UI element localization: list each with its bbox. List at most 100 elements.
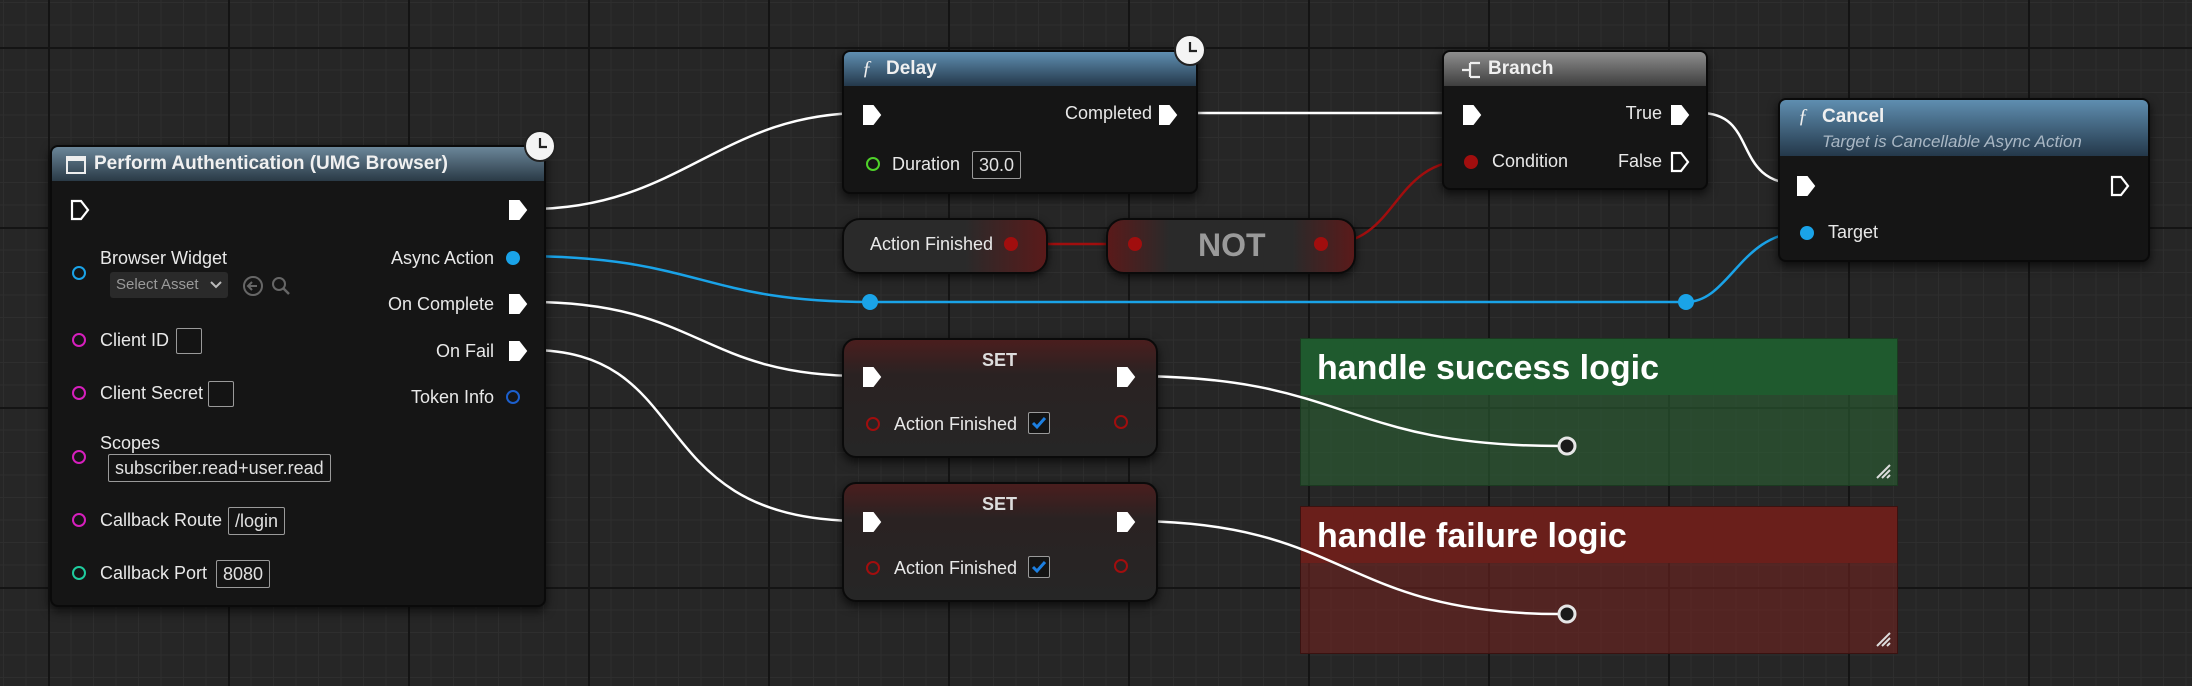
variable-label: Action Finished — [870, 234, 994, 254]
node-title: Delay — [886, 58, 937, 79]
comment-header — [1301, 339, 1897, 395]
widget-icon — [66, 156, 86, 174]
callback-route-pin[interactable] — [72, 513, 86, 527]
node-title: Perform Authentication (UMG Browser) — [94, 153, 448, 174]
callback-route-input[interactable]: /login — [228, 507, 286, 535]
node-title: SET — [982, 494, 1018, 514]
reroute-knot — [862, 294, 878, 310]
function-icon: ƒ — [862, 57, 872, 79]
duration-label: Duration — [892, 154, 961, 174]
node-title: Branch — [1488, 58, 1554, 79]
client-secret-label: Client Secret — [100, 383, 204, 403]
set-success-node[interactable]: SET Action Finished — [842, 338, 1158, 458]
browser-widget-pin[interactable] — [72, 266, 86, 280]
resize-handle-icon[interactable] — [1873, 461, 1891, 479]
resize-handle-icon[interactable] — [1873, 629, 1891, 647]
browser-widget-label: Browser Widget — [100, 248, 228, 268]
node-header — [1444, 52, 1706, 86]
exec-in-pin[interactable] — [862, 104, 882, 126]
use-selected-asset-icon[interactable] — [242, 275, 264, 297]
client-id-label: Client ID — [100, 330, 170, 350]
action-finished-in-pin[interactable] — [866, 561, 880, 575]
variable-label: Action Finished — [894, 558, 1018, 578]
exec-out-pin[interactable] — [508, 199, 528, 221]
on-fail-label: On Fail — [435, 341, 494, 361]
false-pin[interactable] — [1670, 151, 1690, 173]
not-out-pin[interactable] — [1314, 237, 1328, 251]
reroute-knot — [1557, 604, 1577, 624]
wire-exec — [529, 300, 863, 378]
not-in-pin[interactable] — [1128, 237, 1142, 251]
scopes-input[interactable]: subscriber.read+user.read — [108, 454, 331, 482]
client-secret-input[interactable] — [208, 381, 234, 407]
latent-clock-icon — [524, 130, 556, 162]
condition-pin[interactable] — [1464, 155, 1478, 169]
on-complete-pin[interactable] — [508, 293, 528, 315]
scopes-label: Scopes — [100, 433, 161, 453]
target-label: Target — [1828, 222, 1879, 242]
exec-in-pin[interactable] — [1796, 175, 1816, 197]
exec-out-pin[interactable] — [2110, 175, 2130, 197]
not-label: NOT — [1198, 227, 1266, 263]
exec-in-pin[interactable] — [1462, 104, 1482, 126]
branch-icon — [1462, 61, 1480, 79]
token-info-label: Token Info — [410, 387, 494, 407]
on-fail-pin[interactable] — [508, 340, 528, 362]
comment-title: handle success logic — [1317, 349, 1660, 387]
asset-picker[interactable]: Select Asset — [110, 272, 228, 298]
action-finished-in-pin[interactable] — [866, 417, 880, 431]
duration-pin[interactable] — [866, 157, 880, 171]
async-action-pin[interactable] — [506, 251, 520, 265]
not-node[interactable]: NOT — [1106, 218, 1356, 274]
client-secret-pin[interactable] — [72, 386, 86, 400]
false-label: False — [1617, 151, 1662, 171]
callback-port-input[interactable]: 8080 — [216, 560, 271, 588]
true-label: True — [1625, 103, 1662, 123]
action-finished-out-pin[interactable] — [1114, 559, 1128, 573]
branch-node[interactable]: Branch True Condition False — [1442, 50, 1708, 190]
reroute-knot — [1557, 436, 1577, 456]
exec-in-pin[interactable] — [862, 511, 882, 533]
wire-exec — [1129, 519, 1561, 616]
comment-title: handle failure logic — [1317, 517, 1627, 555]
cancel-node[interactable]: ƒ Cancel Target is Cancellable Async Act… — [1778, 98, 2150, 262]
reroute-knot — [1678, 294, 1694, 310]
exec-out-pin[interactable] — [1116, 366, 1136, 388]
wire-exec — [529, 111, 865, 211]
perform-authentication-node[interactable]: Perform Authentication (UMG Browser) Bro… — [50, 145, 546, 607]
token-info-pin[interactable] — [506, 390, 520, 404]
search-icon[interactable] — [270, 275, 292, 297]
client-id-pin[interactable] — [72, 333, 86, 347]
true-pin[interactable] — [1670, 104, 1690, 126]
completed-pin[interactable] — [1158, 104, 1178, 126]
node-title: SET — [982, 350, 1018, 370]
node-header — [844, 52, 1196, 86]
action-finished-getter-node[interactable]: Action Finished — [842, 218, 1048, 274]
exec-in-pin[interactable] — [862, 366, 882, 388]
delay-node[interactable]: ƒ Delay Completed Duration 30.0 — [842, 50, 1198, 194]
latent-clock-icon — [1174, 34, 1206, 66]
scopes-pin[interactable] — [72, 450, 86, 464]
function-icon: ƒ — [1798, 105, 1808, 127]
exec-out-pin[interactable] — [1116, 511, 1136, 533]
exec-in-pin[interactable] — [70, 199, 90, 221]
action-finished-out-pin[interactable] — [1114, 415, 1128, 429]
comment-header — [1301, 507, 1897, 563]
client-id-input[interactable] — [176, 328, 202, 354]
wire-exec — [1129, 374, 1561, 448]
duration-input[interactable]: 30.0 — [972, 151, 1022, 179]
node-header — [52, 147, 544, 181]
target-pin[interactable] — [1800, 226, 1814, 240]
asset-picker-label: Select Asset — [116, 276, 199, 293]
checkmark-icon — [1031, 417, 1047, 430]
comment-box-success[interactable]: handle success logic — [1300, 338, 1898, 486]
comment-box-failure[interactable]: handle failure logic — [1300, 506, 1898, 654]
completed-label: Completed — [1064, 103, 1152, 123]
action-finished-checkbox[interactable] — [1028, 412, 1050, 434]
callback-port-pin[interactable] — [72, 566, 86, 580]
node-subtitle: Target is Cancellable Async Action — [1822, 132, 2082, 151]
action-finished-checkbox[interactable] — [1028, 556, 1050, 578]
checkmark-icon — [1031, 561, 1047, 574]
set-failure-node[interactable]: SET Action Finished — [842, 482, 1158, 602]
action-finished-out-pin[interactable] — [1004, 237, 1018, 251]
